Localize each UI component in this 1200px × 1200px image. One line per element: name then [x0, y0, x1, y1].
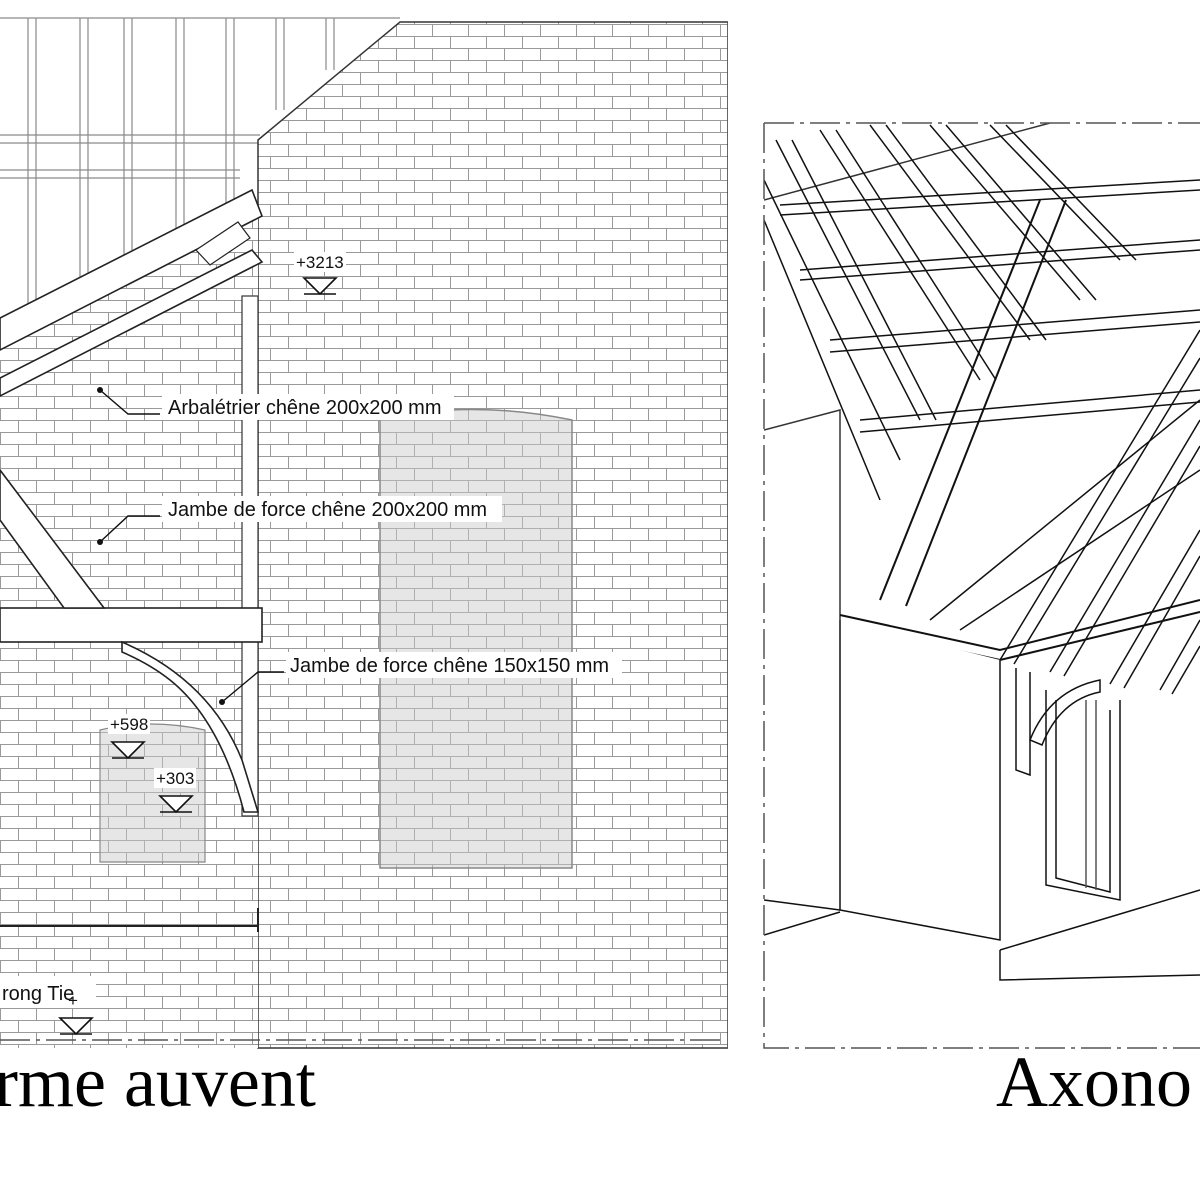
rafter-beam — [0, 188, 264, 351]
caption-right: Axono — [996, 1042, 1192, 1122]
svg-text:+598: +598 — [110, 715, 148, 734]
axo-rafters-left — [764, 124, 1137, 501]
svg-text:+3213: +3213 — [296, 253, 344, 272]
label-strong-tie: rong Tie — [2, 983, 74, 1005]
corner-post — [241, 295, 259, 817]
svg-text:+: + — [68, 991, 78, 1010]
axo-front-post — [1015, 668, 1031, 777]
axo-doorway — [1045, 690, 1121, 901]
axonometric-panel — [763, 122, 1200, 1049]
label-brace-150: Jambe de force chêne 150x150 mm — [290, 655, 609, 677]
axo-purlins — [779, 179, 1200, 433]
axo-left-wall — [839, 620, 1001, 941]
label-rafter: Arbalétrier chêne 200x200 mm — [168, 397, 441, 419]
elevation-panel: Arbalétrier chêne 200x200 mm Jambe de fo… — [0, 17, 728, 1049]
axo-floor-slab — [999, 889, 1200, 981]
tall-window-opening — [379, 408, 573, 869]
label-strut-200: Jambe de force chêne 200x200 mm — [168, 499, 487, 521]
curved-brace-150 — [121, 640, 260, 813]
axo-main-rafter — [879, 199, 1067, 607]
axo-rear-wall — [764, 123, 1051, 620]
strut-200 — [0, 468, 106, 609]
level-marker-top: +3213 — [294, 252, 346, 296]
background-framing — [0, 17, 400, 330]
level-marker-bottom: rong Tie + — [0, 976, 96, 1036]
caption-left: rme auvent — [0, 1042, 316, 1122]
level-marker-low: +303 — [154, 768, 196, 814]
tie-beam — [0, 607, 263, 643]
axo-rafters-right — [929, 329, 1200, 695]
svg-text:+303: +303 — [156, 769, 194, 788]
level-marker-mid: +598 — [108, 714, 150, 760]
